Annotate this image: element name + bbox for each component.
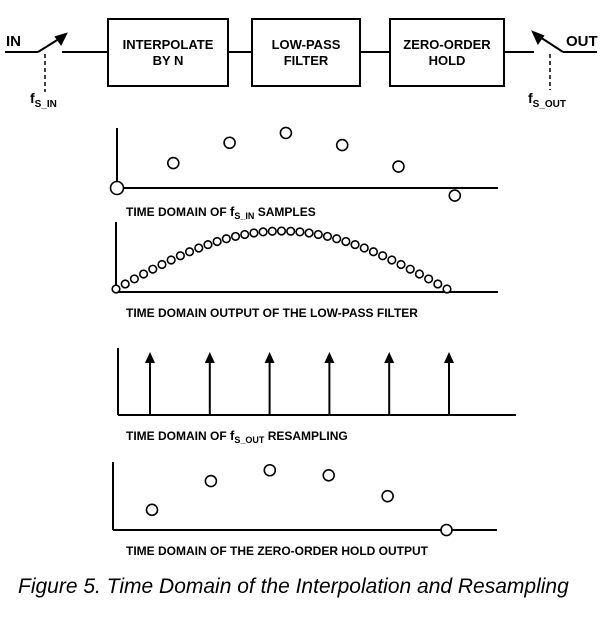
filtered-sample-point [230,231,241,242]
filtered-sample-point [249,228,259,238]
resampling-impulse [264,352,275,415]
hold-sample-point [381,489,394,503]
filtered-sample-point [120,279,130,289]
filtered-sample-point [286,226,296,236]
panel1-samples [109,126,462,202]
filtered-sample-point [138,269,149,279]
filtered-sample-point [396,259,406,270]
filtered-sample-point [350,239,360,250]
filtered-sample-point [157,259,167,270]
panel1-caption: TIME DOMAIN OF fS_IN SAMPLES [126,204,316,221]
hold-sample-point [263,463,277,477]
panel4-samples [145,463,453,537]
resampling-impulse [145,352,155,415]
hold-sample-point [440,523,453,537]
panel-input-samples: TIME DOMAIN OF fS_IN SAMPLES [109,126,498,221]
resampling-impulse [444,352,454,415]
filtered-sample-point [194,243,204,253]
input-sample-point [167,156,180,170]
input-label: IN [6,33,21,50]
filtered-sample-point [341,236,351,247]
filtered-sample-point [313,229,323,240]
panel4-caption: TIME DOMAIN OF THE ZERO-ORDER HOLD OUTPU… [126,544,429,558]
panel-lowpass-output: TIME DOMAIN OUTPUT OF THE LOW-PASS FILTE… [111,222,498,320]
input-sample-point [392,160,405,173]
filtered-sample-point [368,247,379,257]
filtered-sample-point [424,274,434,284]
block-diagram [5,18,597,92]
interpolate-label-line1: INTERPOLATE [123,37,214,52]
lowpass-label-line2: FILTER [284,53,329,68]
panel2-caption: TIME DOMAIN OUTPUT OF THE LOW-PASS FILTE… [126,306,418,320]
filtered-sample-point [221,234,231,244]
interpolate-label-line2: BY N [153,53,184,68]
output-switch [539,36,564,53]
resampling-impulse [204,352,215,415]
panel-resampling: TIME DOMAIN OF fS_OUT RESAMPLING [117,348,516,445]
hold-sample-point [204,474,218,488]
filtered-sample-point [322,231,333,242]
input-sample-point [448,189,462,202]
filtered-sample-point [442,284,452,294]
panel-zoh-output: TIME DOMAIN OF THE ZERO-ORDER HOLD OUTPU… [112,462,497,558]
filtered-sample-point [166,255,176,265]
filtered-sample-point [405,264,415,274]
filtered-sample-point [378,251,388,261]
hold-sample-point [145,503,159,517]
input-rate-label: fS_IN [30,90,57,110]
lowpass-label-line1: LOW-PASS [272,37,341,52]
filtered-sample-point [276,226,287,236]
resampling-impulse [384,352,395,415]
output-switch-arrow [531,30,545,45]
filtered-sample-point [129,274,139,284]
filtered-sample-point [433,279,443,289]
panel3-caption: TIME DOMAIN OF fS_OUT RESAMPLING [126,428,348,445]
hold-sample-point [322,468,336,482]
filtered-sample-point [148,264,158,274]
filtered-sample-point [111,284,121,294]
filtered-sample-point [414,269,425,279]
filtered-sample-point [295,227,305,237]
filtered-sample-point [267,226,277,236]
input-sample-point [109,180,125,196]
output-label: OUT [566,33,598,50]
filtered-sample-point [304,228,314,238]
filtered-sample-point [184,247,195,257]
input-sample-point [223,136,236,150]
input-sample-point [335,138,349,152]
input-sample-point [279,126,293,140]
filtered-sample-point [240,229,250,240]
panel2-samples [111,226,452,294]
panel3-impulses [145,352,454,415]
filtered-sample-point [258,227,268,237]
filtered-sample-point [203,239,213,250]
input-switch-arrow [54,32,68,46]
output-rate-label: fS_OUT [528,90,566,110]
filtered-sample-point [359,243,369,253]
resampling-impulse [324,352,335,415]
filtered-sample-point [387,255,397,265]
zoh-label-line1: ZERO-ORDER [403,37,491,52]
filtered-sample-point [332,234,342,244]
filtered-sample-point [175,251,185,261]
zoh-label-line2: HOLD [429,53,466,68]
filtered-sample-point [212,236,222,247]
figure-caption: Figure 5. Time Domain of the Interpolati… [18,575,569,598]
